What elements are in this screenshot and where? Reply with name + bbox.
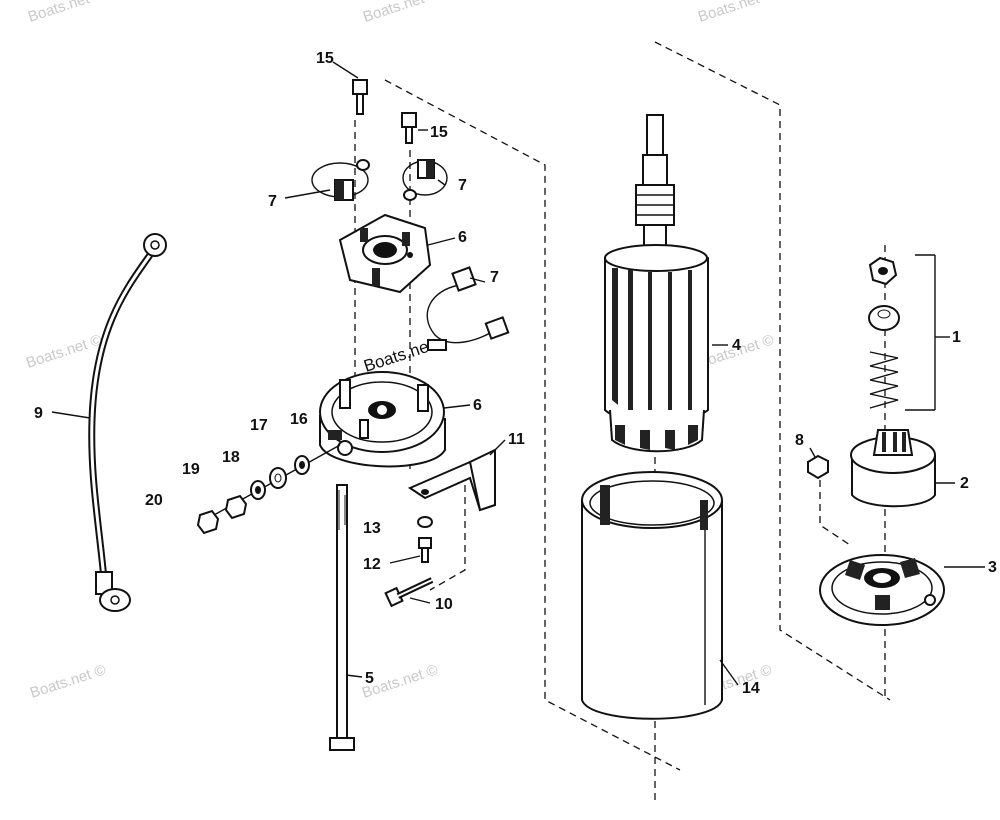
screw-15b (401, 112, 417, 144)
pinion (850, 429, 936, 508)
armature (604, 114, 709, 453)
screw-15a (352, 79, 368, 115)
callout-7a: 7 (268, 193, 277, 210)
callout-7c: 7 (490, 269, 499, 286)
callout-12: 12 (363, 556, 381, 573)
frame (581, 471, 723, 720)
watermark: Boats.net © (28, 661, 108, 701)
brush-7b (402, 159, 448, 201)
screw-10 (384, 577, 434, 608)
battery-cable (88, 233, 167, 612)
callout-19: 19 (182, 461, 200, 478)
callout-7b: 7 (458, 177, 467, 194)
callout-20: 20 (145, 492, 163, 509)
callout-6b: 6 (473, 397, 482, 414)
callout-16: 16 (290, 411, 308, 428)
terminal-hardware (196, 444, 341, 535)
callout-5: 5 (365, 670, 374, 687)
watermark: Boats.net © (361, 0, 441, 26)
brush-7a (311, 159, 370, 201)
callout-3: 3 (988, 559, 997, 576)
callout-2: 2 (960, 475, 969, 492)
callout-15b: 15 (430, 124, 448, 141)
callout-11: 11 (508, 431, 525, 448)
brush-holder-plate (338, 213, 432, 294)
callout-6a: 6 (458, 229, 467, 246)
callout-15a: 15 (316, 50, 334, 67)
nut-8 (807, 454, 829, 480)
brush-lead-7c (426, 266, 510, 351)
callout-17: 17 (250, 417, 268, 434)
watermark: Boats.net © (26, 0, 106, 26)
watermark: Boats.net © (696, 0, 776, 26)
callout-14: 14 (742, 680, 760, 697)
watermark-center: Boats.net (361, 335, 435, 375)
callout-13: 13 (363, 520, 381, 537)
callout-1: 1 (952, 329, 961, 346)
screw-12 (417, 516, 433, 563)
end-cap (319, 371, 446, 468)
watermark: Boats.net © (24, 331, 104, 371)
callout-8: 8 (795, 432, 804, 449)
drive-end-cap (819, 554, 945, 626)
callout-10: 10 (435, 596, 453, 613)
through-bolt (329, 484, 355, 751)
callout-4: 4 (732, 337, 741, 354)
callout-18: 18 (222, 449, 240, 466)
leader-lines (51, 61, 985, 686)
callouts: 1 2 3 4 5 6 6 7 7 7 8 9 10 11 12 13 14 1… (34, 50, 997, 697)
bracket (407, 448, 497, 512)
callout-9: 9 (34, 405, 43, 422)
drive-assembly (868, 256, 900, 409)
